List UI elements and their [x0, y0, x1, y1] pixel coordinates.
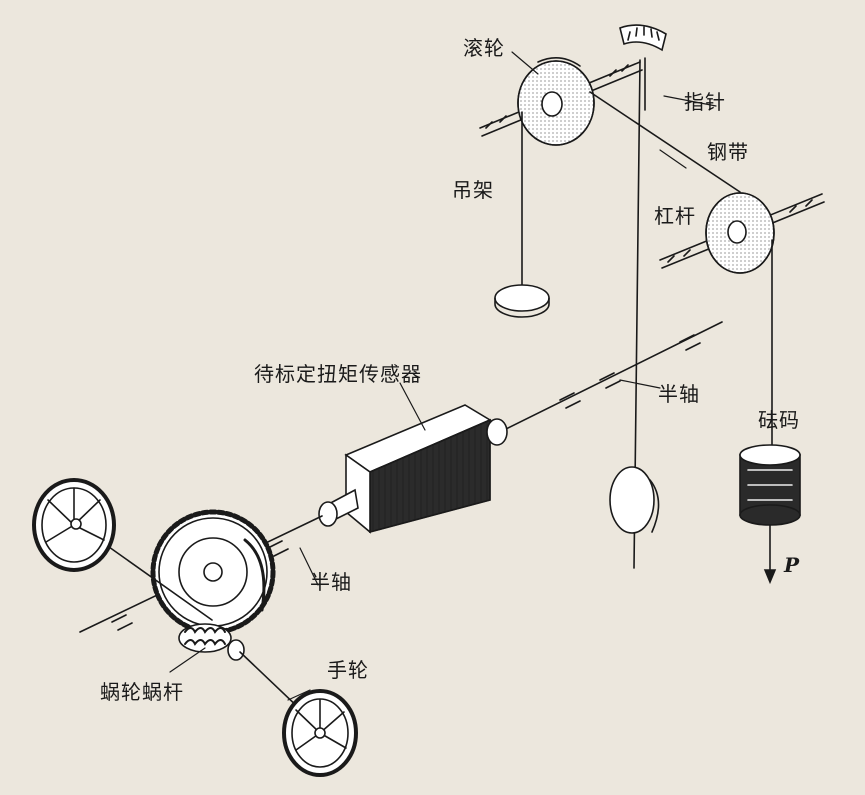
label-lever: 杠杆	[654, 204, 696, 228]
label-half-shaft-left: 半轴	[310, 570, 352, 594]
left-coupling	[318, 488, 359, 527]
worm-screw	[178, 623, 245, 661]
lever-counterweight	[609, 466, 660, 534]
hanger-disc	[494, 284, 550, 318]
worm-wheel	[150, 509, 276, 635]
handwheel	[282, 689, 358, 777]
lever-wheel	[705, 192, 775, 274]
weights-stack	[739, 444, 801, 526]
label-worm-gear: 蜗轮蜗杆	[100, 680, 184, 704]
left-handwheel	[32, 478, 116, 572]
label-pointer: 指针	[684, 90, 726, 114]
sensor-right-coupling	[486, 418, 508, 446]
right-shaft-bearings	[559, 334, 701, 409]
force-arrow	[763, 524, 777, 585]
label-force-p: P	[784, 553, 800, 577]
label-hanger: 吊架	[452, 178, 494, 202]
left-shaft-bearings	[111, 540, 289, 631]
label-half-shaft-right: 半轴	[658, 382, 700, 406]
label-roller: 滚轮	[463, 36, 505, 60]
label-weights: 砝码	[758, 408, 800, 432]
label-sensor: 待标定扭矩传感器	[254, 362, 422, 386]
label-handwheel: 手轮	[327, 658, 369, 682]
roller-wheel	[517, 57, 595, 146]
pointer-scale	[619, 24, 667, 52]
steel-band	[589, 91, 741, 193]
torque-sensor	[344, 404, 492, 534]
leader-lines	[169, 51, 717, 701]
label-steel-band: 钢带	[707, 140, 749, 164]
